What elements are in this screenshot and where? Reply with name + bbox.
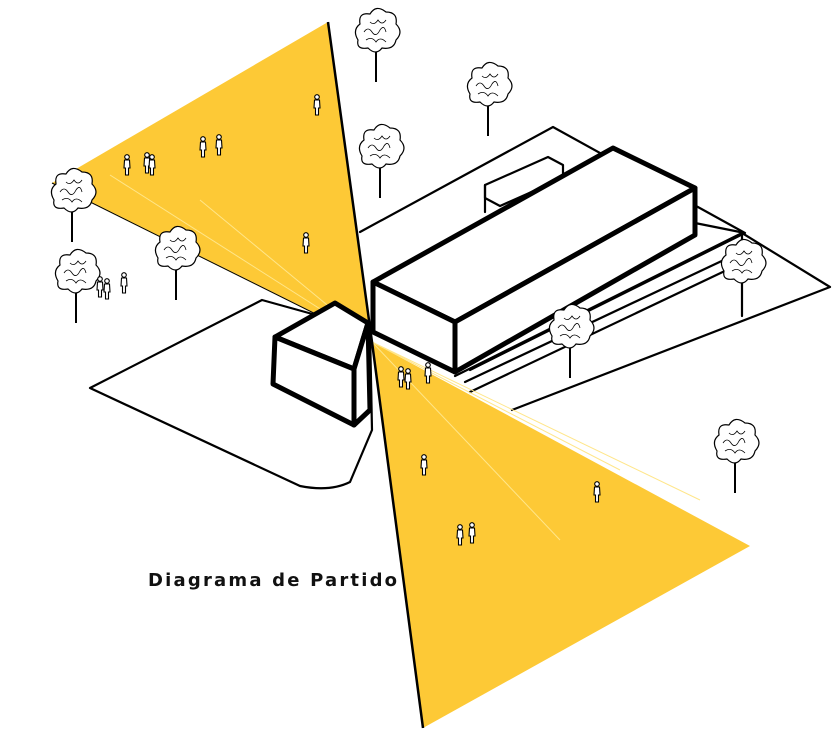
tree-icon: [713, 418, 760, 494]
person-icon: [103, 278, 111, 300]
tree-icon: [50, 167, 97, 243]
tree-icon: [354, 7, 401, 83]
view-cone-lower: [372, 342, 750, 728]
road-edge-inner: [463, 248, 747, 384]
person-icon: [120, 272, 128, 294]
tree-icon: [54, 248, 101, 324]
tree-icon: [720, 238, 767, 314]
tree-icon: [358, 123, 405, 199]
person-icon: [96, 276, 104, 298]
diagram-caption: Diagrama de Partido: [148, 570, 400, 591]
cube-right-face: [351, 320, 373, 428]
main-bar-side-face: [452, 185, 698, 375]
view-cones: [51, 21, 750, 729]
cube-building: [270, 300, 373, 428]
road-edge-lower: [468, 258, 750, 394]
road-strip: [453, 231, 832, 412]
main-bar-building: [370, 145, 698, 375]
tree-icon: [548, 303, 595, 379]
tree-icon: [466, 61, 513, 137]
view-cone-upper: [52, 22, 372, 342]
ground-lines: [88, 125, 832, 490]
tree-icon: [154, 225, 201, 301]
